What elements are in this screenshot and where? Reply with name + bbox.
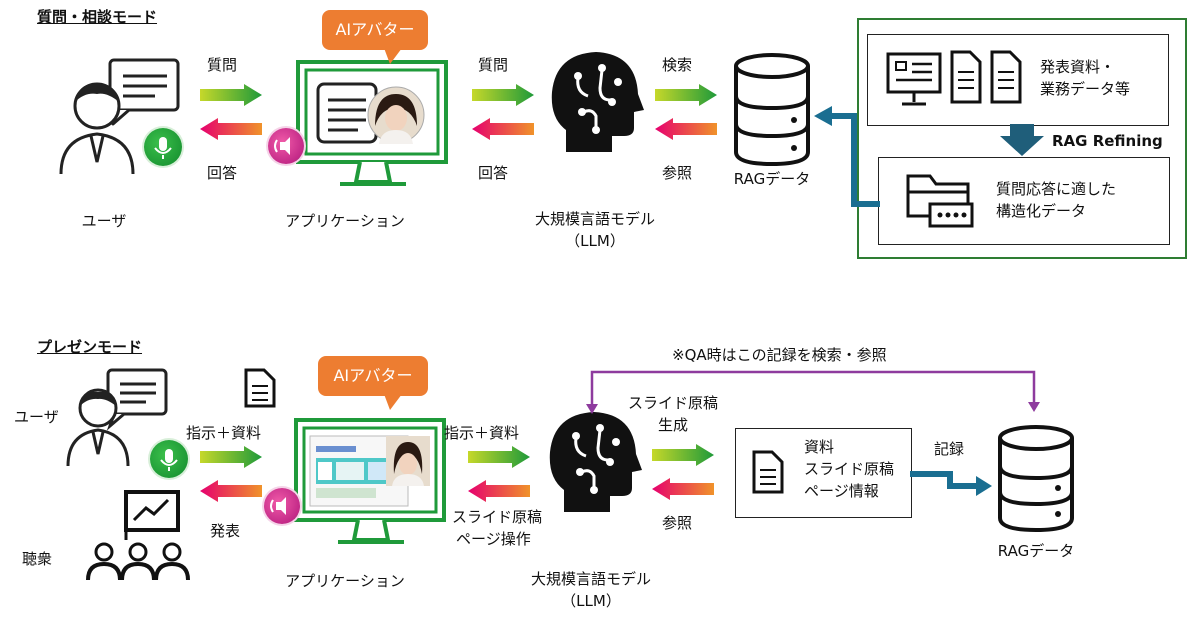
microphone-icon <box>150 440 188 478</box>
record-arrow-label: 記録 <box>934 440 965 458</box>
arrow-left-reference <box>655 118 717 140</box>
user-label: ユーザ <box>14 408 59 426</box>
ai-head-icon <box>551 52 644 152</box>
avatar-photo <box>367 86 425 144</box>
record-line2: スライド原稿 <box>804 460 895 478</box>
arrow-right-instruct-2 <box>468 446 530 468</box>
llm-label: 大規模言語モデル <box>534 210 655 228</box>
arrow-label-reference: 参照 <box>662 514 693 532</box>
documents-icon <box>886 50 1022 106</box>
qa-note: ※QA時はこの記録を検索・参照 <box>672 346 887 364</box>
arrow-left-present <box>200 480 262 502</box>
speaker-icon <box>268 128 304 164</box>
arrow-label-instruct-2: 指示＋資料 <box>444 424 520 442</box>
ai-avatar-callout: AIアバター <box>318 356 428 410</box>
arrow-left-reference <box>652 478 714 500</box>
source-docs-line2: 業務データ等 <box>1040 80 1131 98</box>
qa-loop-arrow <box>586 370 1040 414</box>
arrow-label-gen-1: スライド原稿 <box>628 394 719 412</box>
arrow-right-instruct-1 <box>200 446 262 468</box>
document-icon <box>244 368 276 408</box>
arrow-right-question-2 <box>472 84 534 106</box>
source-docs-line1: 発表資料・ <box>1040 58 1116 76</box>
llm-sublabel: （LLM） <box>561 592 621 610</box>
llm-sublabel: （LLM） <box>565 232 625 250</box>
refining-down-arrow <box>1000 124 1044 156</box>
arrow-label-answer-2: 回答 <box>478 164 509 182</box>
arrow-label-reference: 参照 <box>662 164 693 182</box>
speaker-icon <box>264 488 300 524</box>
record-line1: 資料 <box>804 438 835 456</box>
database-icon <box>734 53 810 167</box>
arrow-label-slide-op-1: スライド原稿 <box>452 508 543 526</box>
rag-label: RAGデータ <box>733 170 811 188</box>
user-icon <box>59 58 180 175</box>
mode-title-qa: 質問・相談モード <box>37 8 158 26</box>
arrow-right-search <box>655 84 717 106</box>
audience-icon <box>86 490 190 581</box>
arrow-label-slide-op-2: ページ操作 <box>456 530 531 548</box>
structured-line1: 質問応答に適した <box>996 180 1117 198</box>
microphone-icon <box>144 128 182 166</box>
avatar-photo <box>386 436 430 486</box>
arrow-label-question-2: 質問 <box>478 56 509 74</box>
arrow-right-generate <box>652 444 714 466</box>
rag-refining-frame <box>857 18 1187 259</box>
arrow-label-search: 検索 <box>662 56 693 74</box>
refining-label: RAG Refining <box>1052 132 1163 150</box>
arrow-label-answer-1: 回答 <box>207 164 238 182</box>
feedback-arrow <box>814 106 880 207</box>
record-line3: ページ情報 <box>804 482 879 500</box>
arrow-label-present: 発表 <box>210 522 241 540</box>
arrow-right-question-1 <box>200 84 262 106</box>
document-icon <box>752 450 784 494</box>
app-label: アプリケーション <box>285 572 405 590</box>
user-label: ユーザ <box>81 212 127 230</box>
arrow-left-slide-operation <box>468 480 530 502</box>
llm-label: 大規模言語モデル <box>530 570 651 588</box>
arrow-label-question-1: 質問 <box>207 56 238 74</box>
user-icon <box>66 368 168 467</box>
mode-title-present: プレゼンモード <box>37 338 143 356</box>
arrow-left-answer-2 <box>472 118 534 140</box>
arrow-label-gen-2: 生成 <box>658 416 689 434</box>
structured-line2: 構造化データ <box>996 202 1087 220</box>
arrow-left-answer-1 <box>200 118 262 140</box>
arrow-label-instruct-1: 指示＋資料 <box>186 424 262 442</box>
database-icon <box>998 425 1074 533</box>
app-label: アプリケーション <box>285 212 405 230</box>
record-arrow <box>910 471 992 496</box>
rag-label: RAGデータ <box>997 542 1075 560</box>
folder-icon <box>906 174 974 228</box>
ai-head-icon <box>549 412 642 512</box>
ai-avatar-callout: AIアバター <box>322 10 428 64</box>
audience-label: 聴衆 <box>22 550 53 568</box>
